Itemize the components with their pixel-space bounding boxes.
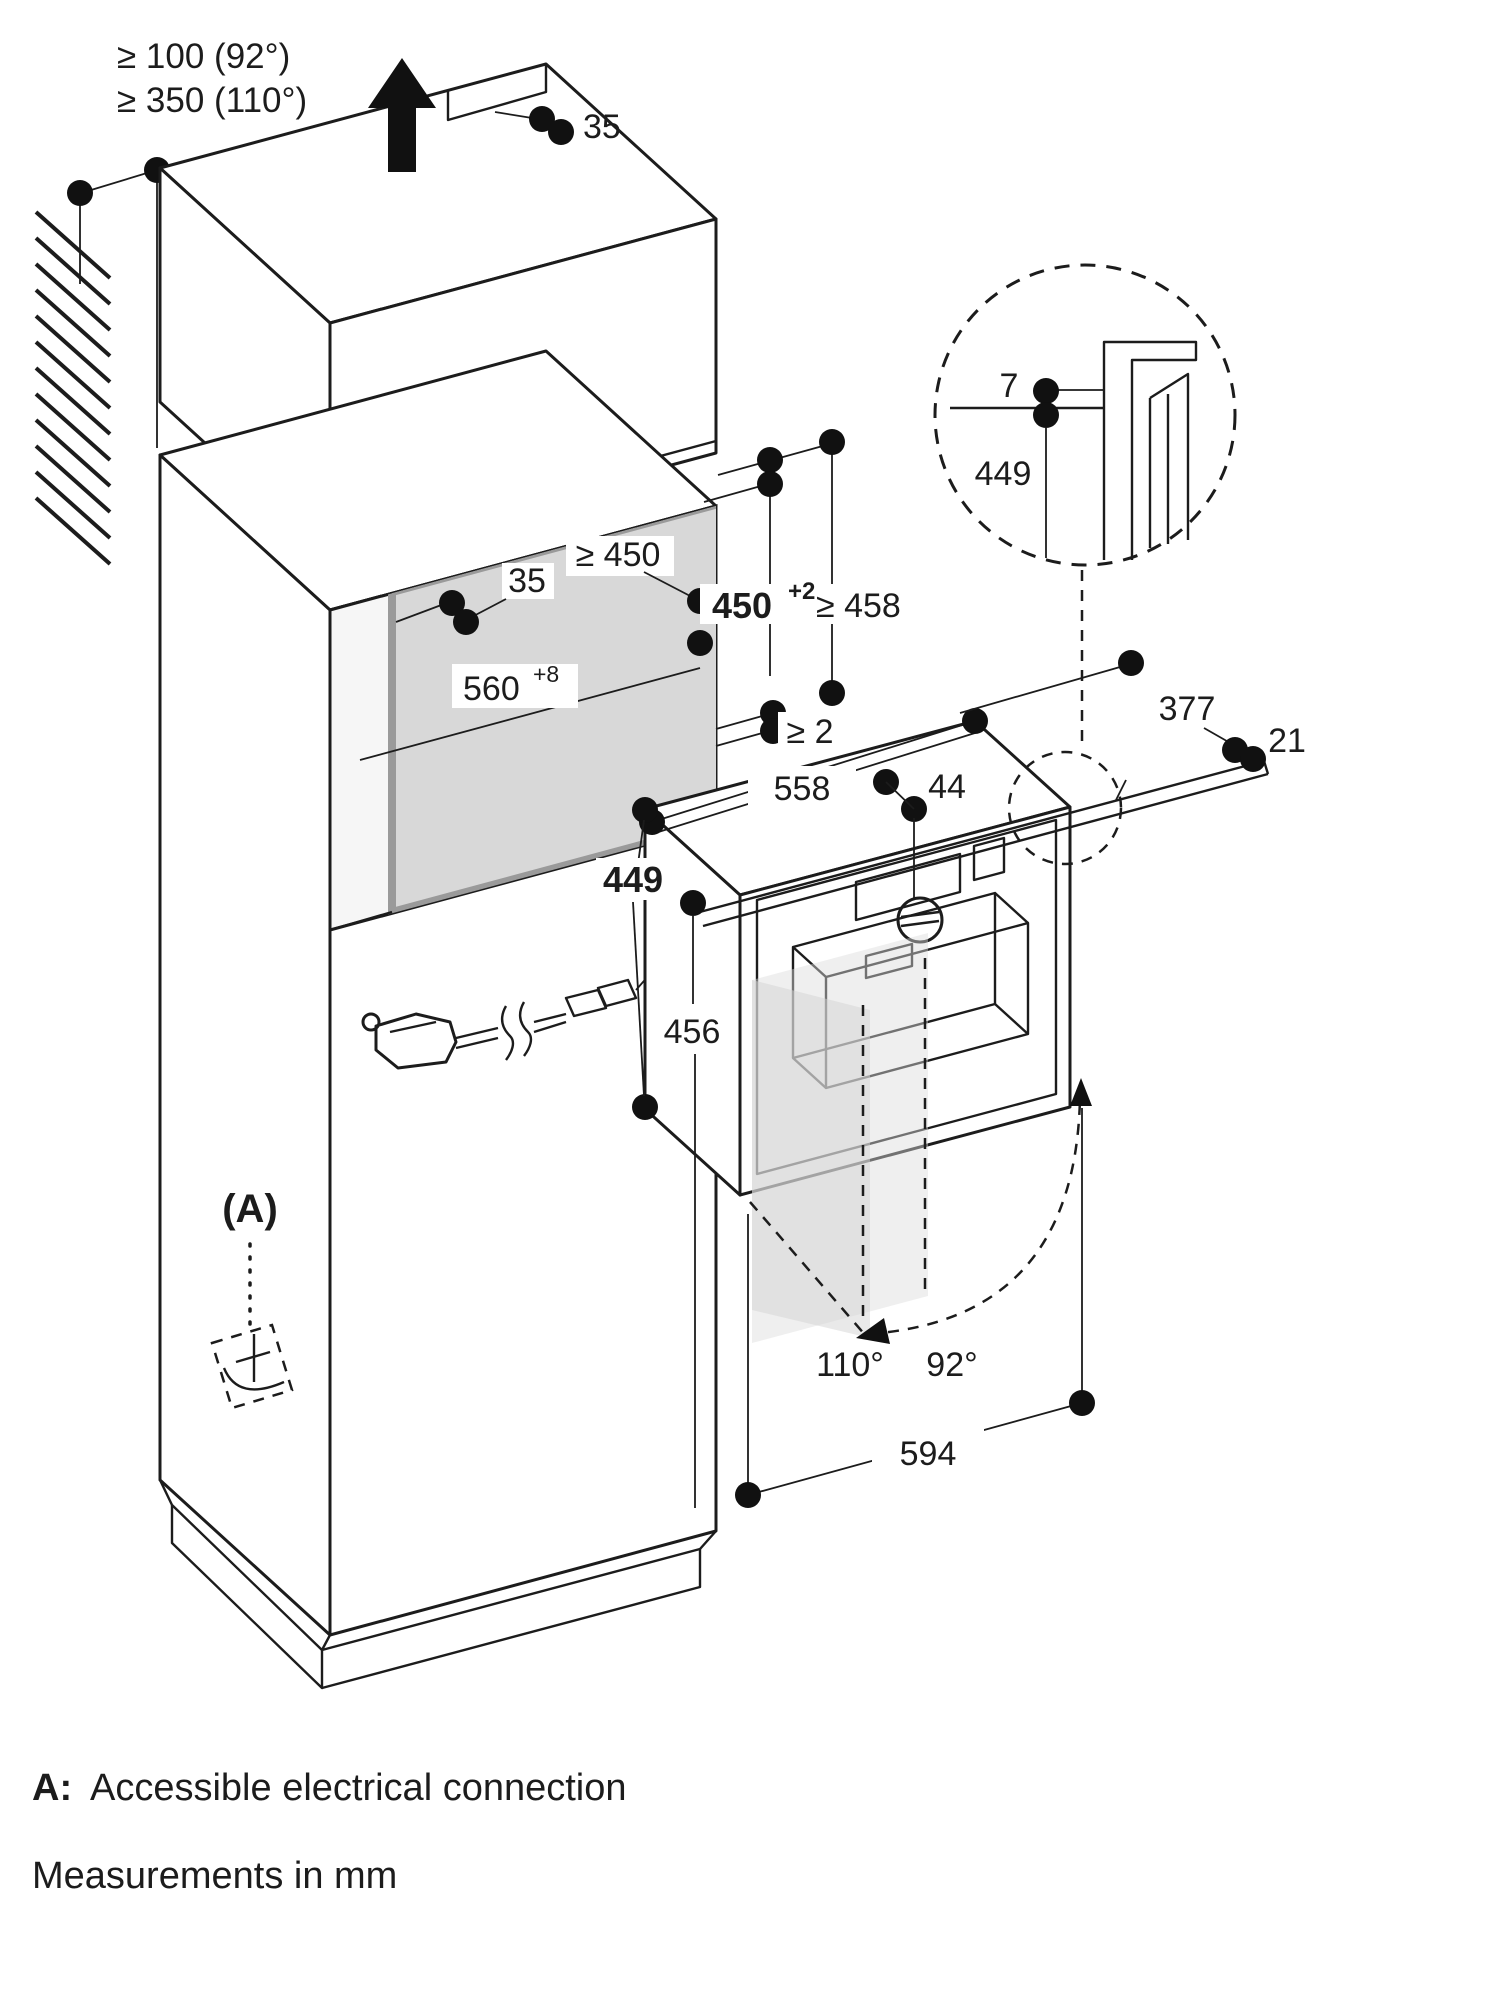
appliance-width-label: 558	[774, 770, 831, 808]
trim-depth-label: 21	[1268, 722, 1306, 760]
niche-min-height-label: ≥ 450	[576, 536, 661, 574]
door-angle-110-label: 110°	[816, 1346, 884, 1384]
appliance-height-label: 449	[603, 859, 663, 900]
arc-arrow-left-icon	[856, 1318, 890, 1344]
arc-arrow-up-icon	[1070, 1078, 1092, 1106]
electrical-connection: (A)	[210, 1187, 294, 1410]
front-trim-strip	[695, 759, 1270, 928]
detail-callout: 7 449	[933, 263, 1237, 866]
niche-height-tolerance: +2	[788, 578, 815, 605]
top-rebate-label: 35	[583, 108, 621, 146]
front-height-label: 456	[664, 1013, 721, 1051]
cable-break-icon	[500, 1005, 515, 1061]
cabinet-plinth	[158, 1479, 717, 1690]
niche-width-tolerance: +8	[533, 661, 559, 687]
niche-height-dimensions: 450 +2 ≥ 458 ≥ 2	[700, 429, 912, 751]
plug-ring-icon	[361, 1012, 381, 1032]
removal-direction-arrow	[368, 58, 436, 172]
connection-zone-box	[210, 1323, 294, 1410]
coffee-spout-icon	[864, 942, 914, 980]
wall-clearance-110-label: ≥ 350 (110°)	[117, 81, 307, 120]
niche-min-clearance-label: ≥ 458	[816, 587, 901, 625]
connection-point-label: (A)	[222, 1187, 278, 1231]
detail-overlap-label: 7	[1000, 367, 1019, 405]
outlet-symbol-icon	[222, 1334, 285, 1391]
display-window	[854, 852, 962, 922]
units-note: Measurements in mm	[32, 1855, 397, 1897]
depth-dim-label: 377	[1159, 690, 1216, 728]
wall-clearance-dimension: ≥ 100 (92°) ≥ 350 (110°)	[67, 37, 307, 448]
niche-width-label: 560	[463, 670, 520, 708]
niche-dimensions: ≥ 450 35 560 +8	[395, 536, 713, 708]
legend-text: Accessible electrical connection	[90, 1767, 627, 1809]
knob-offset-label: 44	[928, 768, 966, 806]
min-gap-label: ≥ 2	[786, 713, 833, 751]
niche-side-gap-label: 35	[508, 562, 546, 600]
door-swing-arc	[867, 1097, 1082, 1336]
detail-profile	[1102, 340, 1198, 560]
niche-height-label: 450	[712, 585, 772, 626]
wall-hatching	[34, 210, 112, 566]
appliance-dimensions: 558 44 449 456 377 21 594	[596, 650, 1306, 1508]
front-width-label: 594	[900, 1435, 957, 1473]
wall-clearance-92-label: ≥ 100 (92°)	[117, 37, 290, 76]
control-button	[972, 836, 1006, 882]
footer-notes: A: Accessible electrical connection Meas…	[32, 1767, 627, 1897]
power-plug-icon	[374, 1012, 458, 1070]
door-swing: 110° 92°	[749, 933, 1092, 1384]
door-angle-92-label: 92°	[926, 1346, 977, 1384]
legend-key: A:	[32, 1767, 72, 1809]
detail-height-label: 449	[975, 455, 1032, 493]
detail-source-circle	[1007, 750, 1123, 866]
detail-circle	[933, 263, 1237, 567]
door-open-110	[752, 980, 870, 1338]
